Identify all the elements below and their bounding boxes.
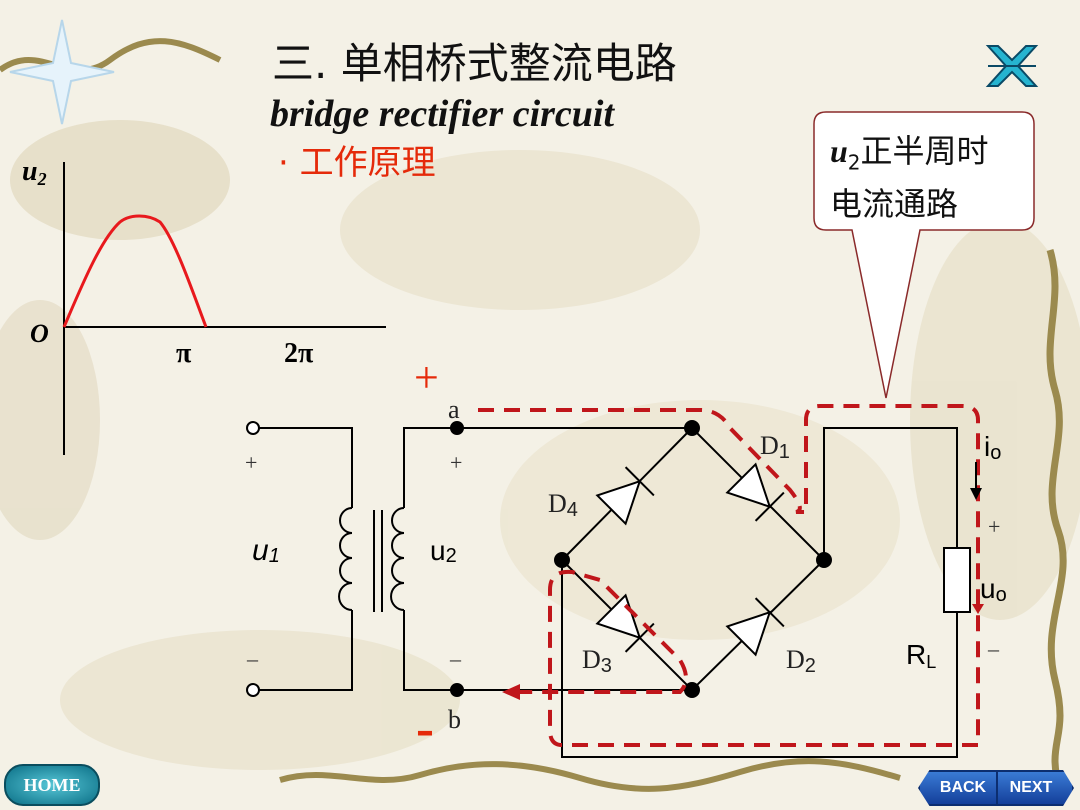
u1-label: u1	[252, 534, 280, 567]
sparkle-icon	[9, 19, 115, 125]
vine-top-decoration	[0, 38, 222, 73]
uo-label: uo	[980, 573, 1007, 606]
node-a-label: a	[448, 395, 460, 424]
exit-button[interactable]	[984, 42, 1040, 88]
primary-coil	[338, 507, 353, 611]
node-a	[450, 421, 464, 435]
uo-arrow-icon	[972, 604, 984, 614]
working-principle-bullet: · 工作原理	[278, 143, 436, 183]
bridge-circuit	[246, 420, 971, 758]
bridge-node-bottom	[684, 682, 700, 698]
primary-minus-label: –	[246, 646, 259, 671]
slide-title-chinese: 三. 单相桥式整流电路	[272, 39, 677, 88]
RL-label: RL	[906, 639, 936, 672]
exit-icon	[985, 45, 1039, 87]
callout-line-2: 电流通路	[830, 185, 959, 224]
home-button[interactable]: HOME	[4, 764, 100, 806]
callout-bubble	[813, 111, 1035, 399]
callout-line-1: u2正半周时	[830, 132, 989, 175]
next-button[interactable]: NEXT	[996, 770, 1074, 806]
polarity-minus: -	[416, 698, 434, 758]
secondary-plus-label: +	[450, 450, 462, 475]
primary-wire	[259, 427, 353, 691]
D2-label: D2	[786, 645, 816, 677]
output-minus-label: –	[987, 636, 1000, 661]
secondary-coil	[390, 507, 405, 611]
waveform-half-sine	[62, 214, 208, 328]
diode-D2	[725, 597, 785, 657]
io-arrow-icon	[970, 488, 982, 500]
polarity-plus: +	[414, 353, 439, 402]
secondary-minus-label: –	[449, 646, 462, 671]
bridge-node-right	[816, 552, 832, 568]
diode-D1	[725, 462, 785, 522]
back-button[interactable]: BACK	[918, 770, 1000, 806]
primary-terminal-top	[246, 421, 260, 435]
D4-label: D4	[548, 489, 578, 521]
D1-label: D1	[760, 431, 790, 463]
primary-plus-label: +	[245, 450, 257, 475]
waveform-tick-pi: π	[176, 338, 192, 369]
D3-label: D3	[582, 645, 612, 677]
callout-text: u2正半周时 电流通路	[830, 130, 989, 225]
current-path-arrow-icon	[502, 684, 520, 700]
waveform-plot	[62, 162, 386, 455]
bridge-node-left	[554, 552, 570, 568]
node-b	[450, 683, 464, 697]
primary-terminal-bottom	[246, 683, 260, 697]
output-plus-label: +	[988, 514, 1000, 539]
u2-label: u2	[430, 535, 457, 567]
output-wire	[561, 427, 958, 758]
bridge-node-top	[684, 420, 700, 436]
waveform-origin-label: O	[30, 319, 49, 348]
diode-D4	[595, 466, 655, 526]
node-b-label: b	[448, 705, 461, 734]
waveform-tick-2pi: 2π	[284, 338, 314, 369]
vine-bottom-decoration	[279, 758, 901, 792]
slide-title-english: bridge rectifier circuit	[270, 93, 615, 135]
io-label: io	[984, 431, 1001, 464]
foliage-decoration	[0, 120, 1080, 770]
waveform-ylabel: u2	[22, 156, 47, 189]
vine-right-decoration	[1046, 248, 1067, 792]
load-resistor	[943, 547, 971, 613]
current-path	[478, 404, 980, 747]
